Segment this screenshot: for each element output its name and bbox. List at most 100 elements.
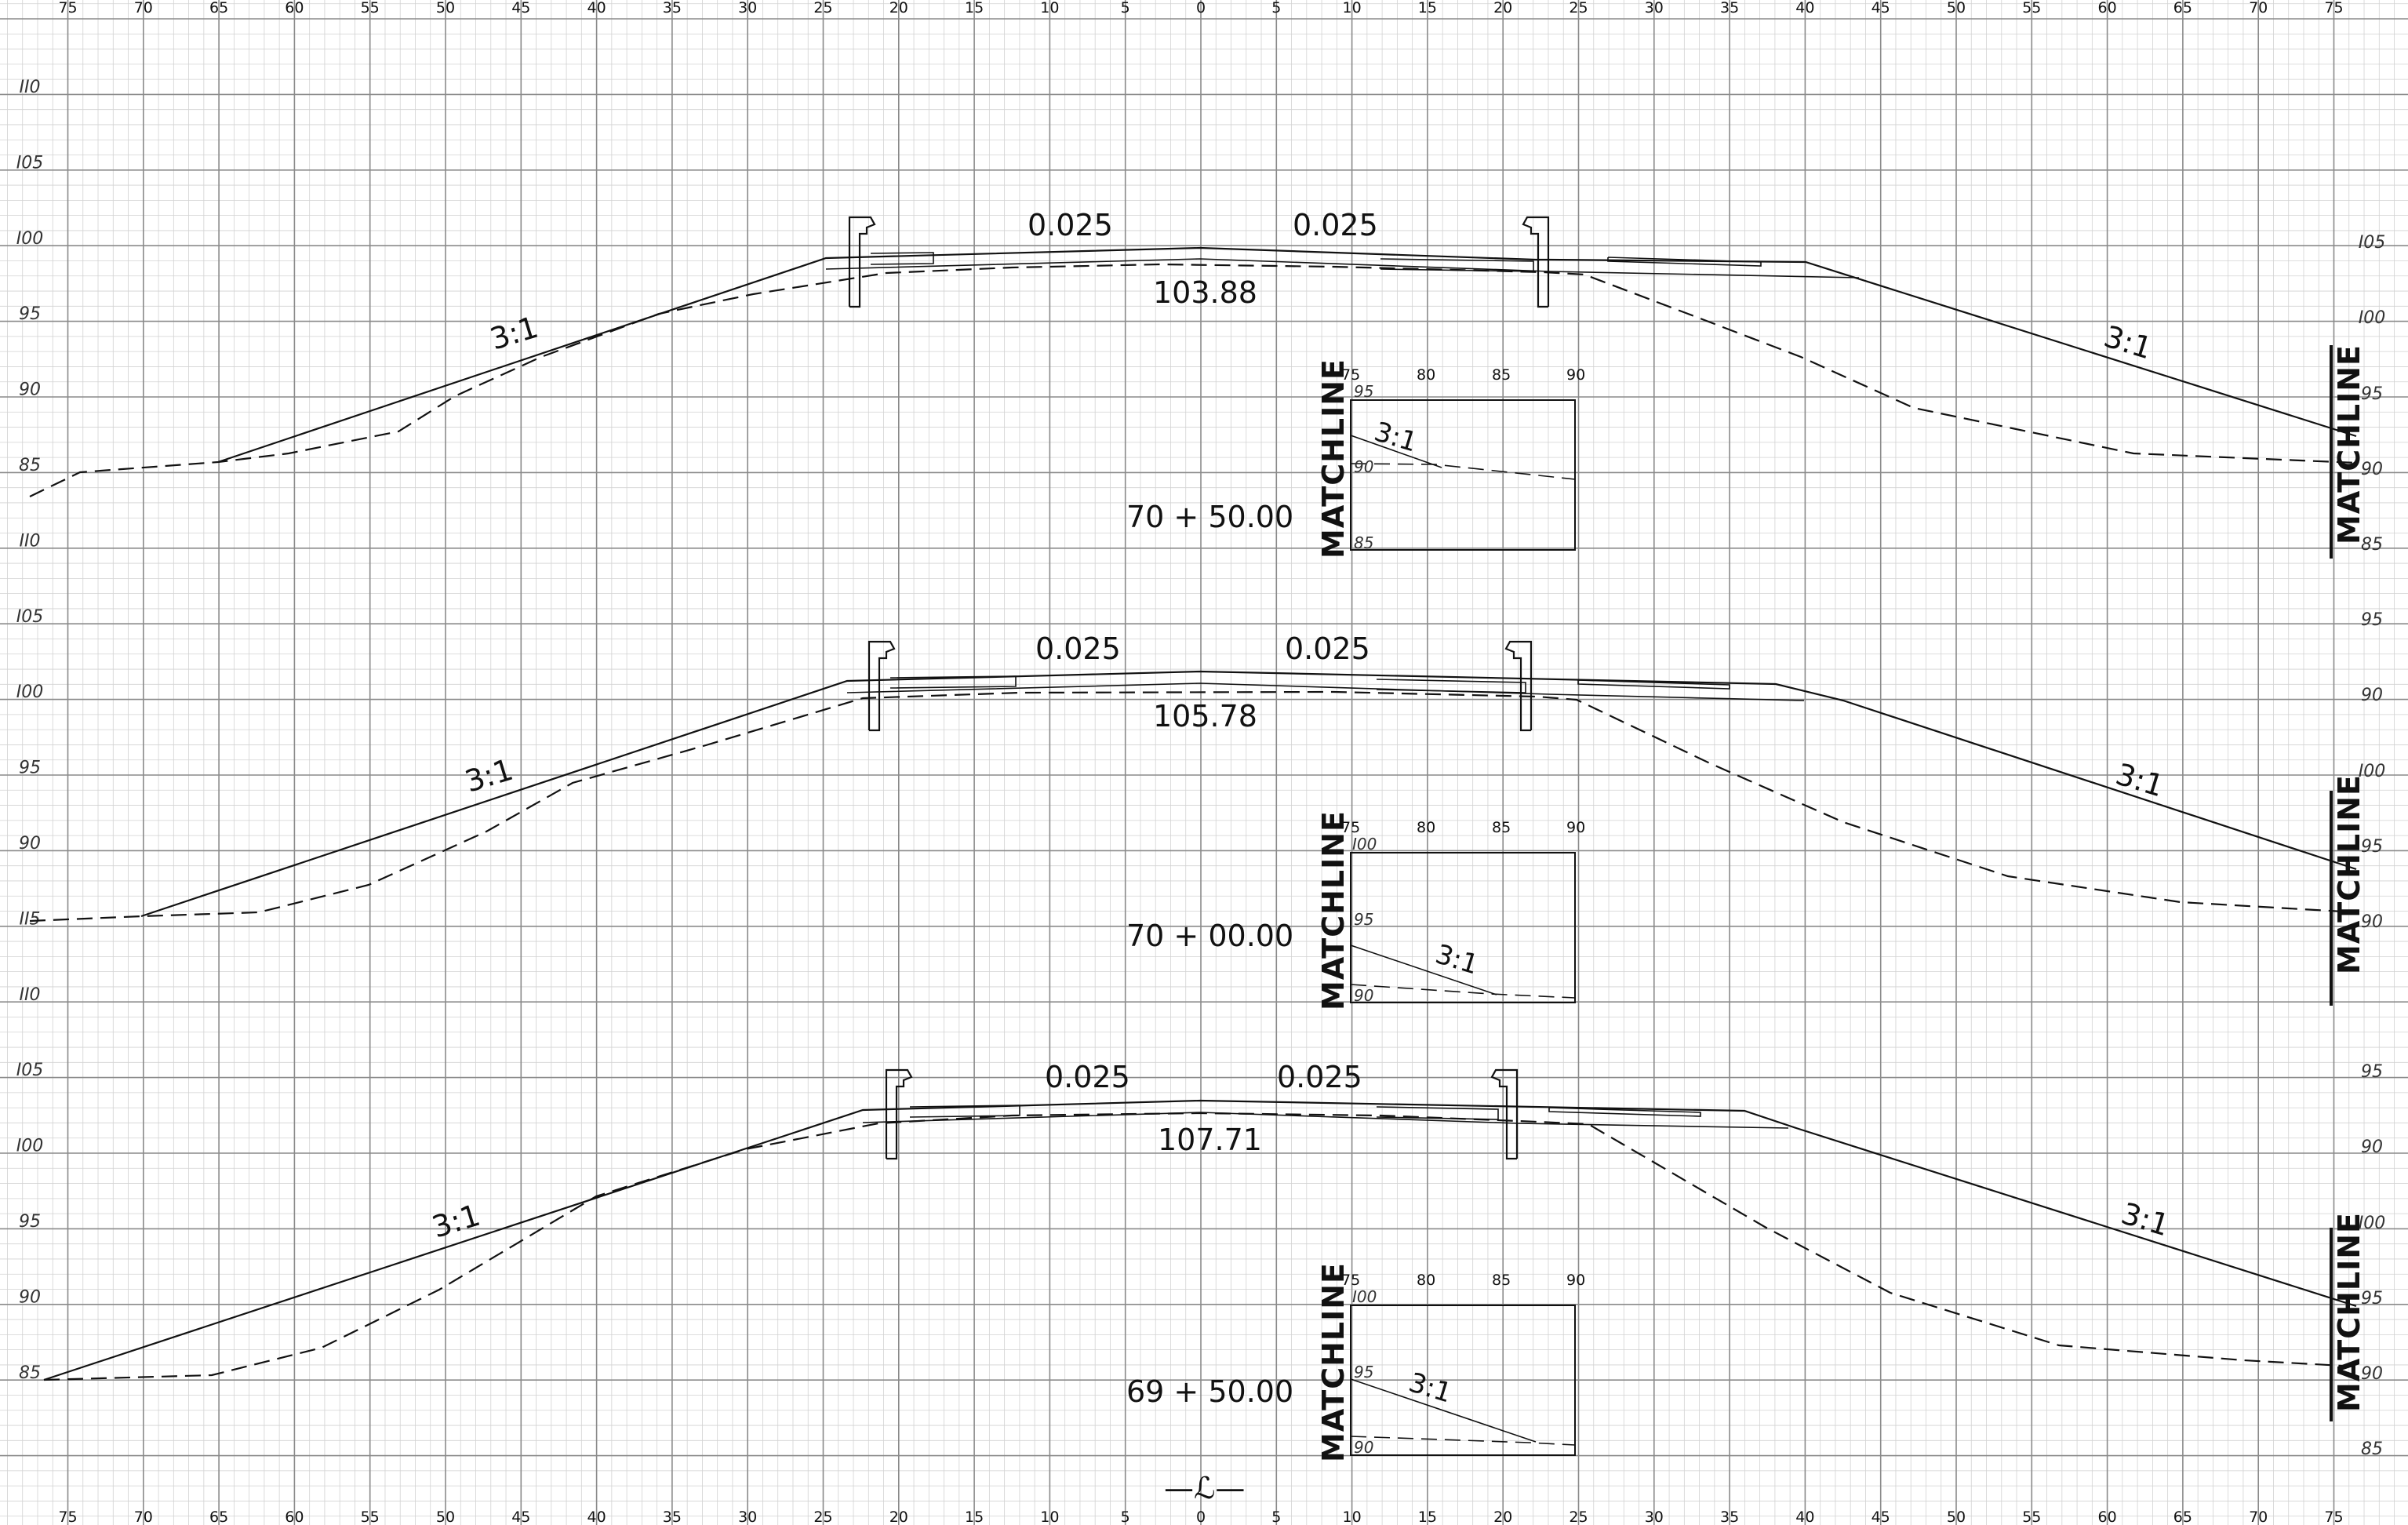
- offset-tick-label: 30: [738, 1509, 757, 1525]
- existing-ground-line: [29, 690, 2357, 923]
- inset-tick-80: 80: [1417, 366, 1435, 384]
- inset-elev-mid: 90: [1354, 457, 1373, 476]
- inset-slope-label: 3:1: [1370, 416, 1420, 458]
- inset-tick-85: 85: [1492, 819, 1511, 836]
- offset-tick-label: 5: [1121, 1509, 1130, 1525]
- offset-tick-label: 30: [1645, 0, 1664, 16]
- grade-elevation-label: 107.71: [1158, 1123, 1262, 1157]
- inset-frame: [1350, 852, 1576, 1003]
- elevation-label-right: 95: [2361, 1062, 2383, 1082]
- inset-tick-80: 80: [1417, 819, 1435, 836]
- offset-tick-label: 15: [1418, 0, 1437, 16]
- station-label: 69 + 50.00: [1126, 1374, 1293, 1409]
- offset-tick-label: 65: [209, 0, 228, 16]
- offset-tick-label: 20: [889, 1509, 908, 1525]
- elevation-label-right: I00: [2359, 1214, 2385, 1233]
- elevation-label-left: 85: [19, 1363, 41, 1383]
- existing-ground-line: [43, 1112, 2357, 1381]
- elevation-label-left: II5: [20, 909, 41, 929]
- subgrade-line: [862, 1112, 1789, 1129]
- offset-tick-label: 60: [2098, 0, 2117, 16]
- offset-tick-label: 50: [436, 1509, 455, 1525]
- offset-tick-label: 60: [285, 0, 304, 16]
- offset-tick-label: 50: [436, 0, 455, 16]
- inset-tick-85: 85: [1492, 366, 1511, 384]
- inset-tick-90: 90: [1566, 819, 1585, 836]
- inset-elev-top: I00: [1352, 1287, 1377, 1306]
- inset-ground-line: [1350, 463, 1576, 480]
- inset-ground-line: [1350, 1436, 1576, 1446]
- inset-matchline-label: MATCHLINE: [1316, 810, 1351, 1010]
- offset-tick-label: 35: [663, 0, 682, 16]
- offset-tick-label: 25: [813, 1509, 832, 1525]
- elevation-label-right: 95: [2361, 837, 2383, 857]
- pavement-right: [1380, 258, 1534, 272]
- offset-tick-label: 55: [2022, 1509, 2041, 1525]
- elevation-label-left: 90: [19, 834, 41, 853]
- barrier-right: [1607, 257, 1762, 267]
- elevation-label-left: I00: [16, 229, 43, 249]
- offset-tick-label: 40: [587, 0, 606, 16]
- elevation-label-left: 95: [19, 759, 41, 778]
- inset-frame: [1350, 399, 1576, 551]
- offset-tick-label: 25: [1569, 1509, 1588, 1525]
- fill-slope-left-label: 3:1: [486, 310, 542, 357]
- existing-ground-line: [29, 263, 2357, 497]
- inset-elev-mid: 95: [1354, 910, 1373, 929]
- cross-slope-left-label: 0.025: [1045, 1060, 1130, 1094]
- offset-tick-label: 35: [1720, 0, 1739, 16]
- cross-slope-right-label: 0.025: [1293, 208, 1378, 242]
- fill-slope-right-label: 3:1: [2100, 319, 2155, 366]
- grade-elevation-label: 103.88: [1153, 275, 1257, 310]
- inset-elev-top: 95: [1354, 382, 1373, 401]
- offset-tick-label: 5: [1121, 0, 1130, 16]
- grade-elevation-label: 105.78: [1153, 699, 1257, 733]
- offset-tick-label: 30: [738, 0, 757, 16]
- offset-tick-label: 5: [1271, 1509, 1281, 1525]
- cross-section-6950: [43, 1068, 2357, 1456]
- pavement-left: [909, 1105, 1020, 1118]
- cross-section-7000: [29, 640, 2357, 1006]
- elevation-label-right: 90: [2361, 1364, 2383, 1384]
- elevation-label-left: 95: [19, 1212, 41, 1232]
- offset-tick-label: 70: [134, 0, 153, 16]
- elevation-label-right: 90: [2361, 1137, 2383, 1157]
- cross-section-7050: [29, 216, 2357, 559]
- offset-tick-label: 20: [889, 0, 908, 16]
- pavement-right: [1376, 1106, 1499, 1120]
- inset-tick-75: 75: [1341, 1272, 1360, 1289]
- matchline-label: MATCHLINE: [2332, 774, 2366, 974]
- curb-left: [868, 640, 896, 732]
- inset-ground-line: [1350, 984, 1576, 999]
- offset-tick-label: 65: [2173, 0, 2192, 16]
- elevation-label-right: 85: [2361, 535, 2383, 555]
- offset-tick-label: 10: [1343, 1509, 1362, 1525]
- elevation-label-right: 95: [2361, 1289, 2383, 1308]
- offset-tick-label: 60: [2098, 1509, 2117, 1525]
- elevation-label-right: 85: [2361, 1439, 2383, 1459]
- offset-tick-label: 35: [663, 1509, 682, 1525]
- offset-tick-label: 35: [1720, 1509, 1739, 1525]
- offset-tick-label: 55: [361, 0, 380, 16]
- elevation-label-left: I05: [16, 1061, 43, 1080]
- elevation-label-left: 95: [19, 304, 41, 324]
- cross-slope-right-label: 0.025: [1277, 1060, 1362, 1094]
- centerline-symbol: —ℒ—: [1164, 1471, 1245, 1505]
- offset-tick-label: 15: [1418, 1509, 1437, 1525]
- inset-tick-90: 90: [1566, 366, 1585, 384]
- offset-tick-label: 30: [1645, 1509, 1664, 1525]
- offset-tick-label: 75: [58, 0, 77, 16]
- curb-right: [1522, 216, 1550, 308]
- offset-tick-label: 50: [1947, 0, 1966, 16]
- curb-right: [1490, 1068, 1519, 1160]
- inset-matchline-label: MATCHLINE: [1316, 1262, 1351, 1462]
- station-label: 70 + 00.00: [1126, 919, 1293, 953]
- offset-tick-label: 10: [1343, 0, 1362, 16]
- offset-tick-label: 40: [1795, 1509, 1814, 1525]
- elevation-label-left: I00: [16, 682, 43, 702]
- elevation-label-right: I05: [2359, 233, 2385, 253]
- inset-elev-bottom: 90: [1354, 986, 1373, 1005]
